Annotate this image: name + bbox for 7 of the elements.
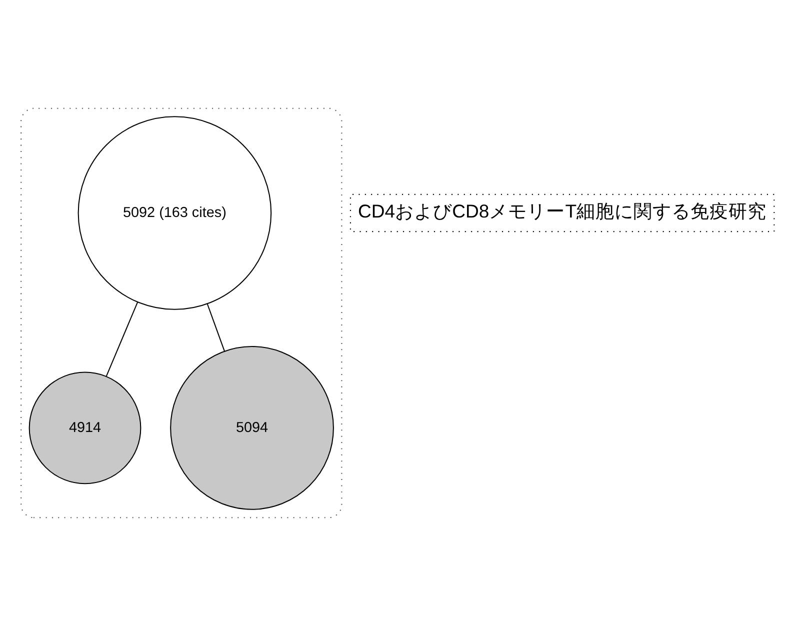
node-circle: 5094 (170, 346, 334, 510)
connector (206, 304, 225, 352)
node-box: CD4およびCD8メモリーT細胞に関する免疫研究 (350, 194, 775, 232)
cluster (20, 108, 342, 518)
node-circle: 5092 (163 cites) (78, 116, 272, 310)
node-circle: 4914 (28, 372, 142, 484)
connector (106, 302, 138, 377)
